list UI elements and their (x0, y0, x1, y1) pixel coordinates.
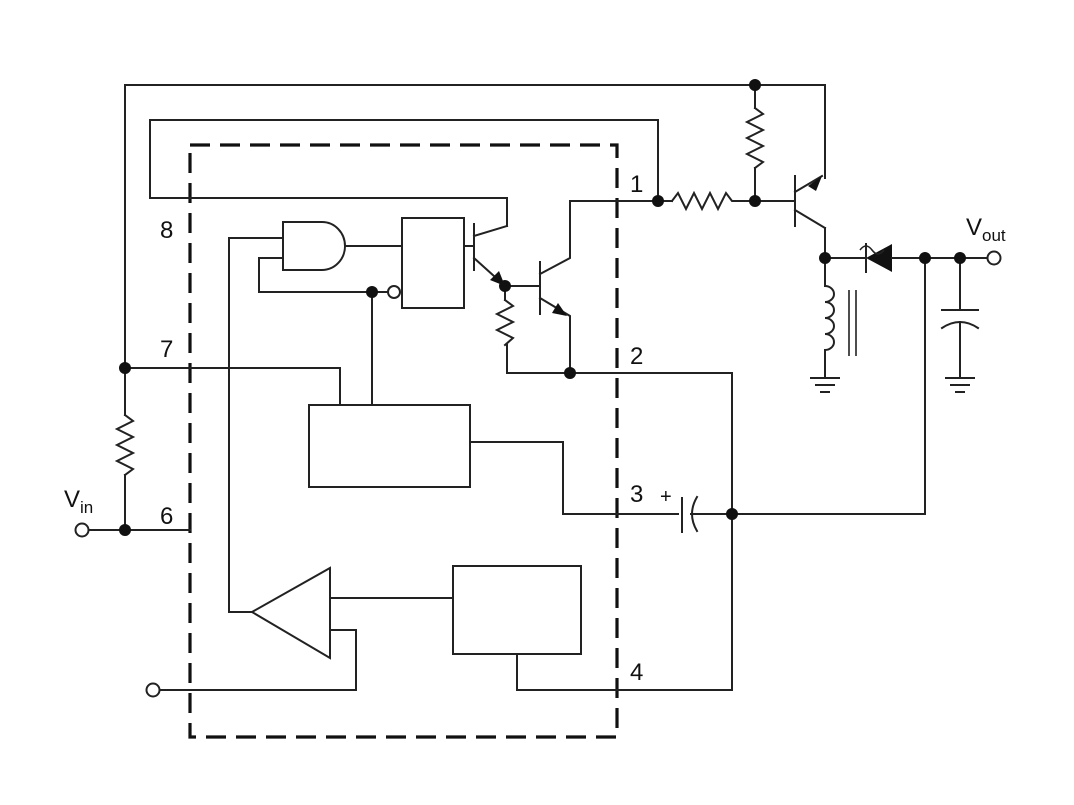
reference-block (452, 565, 582, 655)
junction-dot (749, 79, 761, 91)
ground-icon (810, 377, 840, 393)
junction-dot (954, 252, 966, 264)
junction-dot (652, 195, 664, 207)
pin-1-label: 1 (630, 171, 643, 198)
vout-label: Vout (966, 214, 1006, 245)
switch-transistor-collector (793, 208, 827, 230)
junction-dot (564, 367, 576, 379)
wire-vin-top-rail (124, 84, 826, 369)
pin-4-label: 4 (630, 659, 643, 686)
junction-dot (749, 195, 761, 207)
junction-dot (366, 286, 378, 298)
pin-6-label: 6 (160, 503, 173, 530)
wire-gate-in2 (258, 257, 389, 293)
wire-pin8-loop (149, 119, 659, 227)
driver-transistor-collector (472, 224, 509, 238)
switch-transistor-arrow (808, 176, 822, 191)
output-transistor-arrow (552, 303, 567, 316)
junction-dot (119, 524, 131, 536)
pin-7-label: 7 (160, 336, 173, 363)
inductor (823, 284, 835, 352)
switch-transistor-emitter (793, 174, 824, 194)
wire-comparator-ref (159, 629, 357, 691)
wire-gate-in1 (228, 237, 284, 613)
wire-pin3 (469, 441, 679, 515)
latch-block (401, 217, 465, 309)
ground-icon (945, 377, 975, 393)
internal-resistor (494, 298, 516, 347)
junction-dot (819, 252, 831, 264)
pin-8-label: 8 (160, 217, 173, 244)
diode-squiggle (859, 245, 885, 255)
and-gate (282, 221, 346, 271)
latch-reset-bubble (387, 285, 401, 299)
vin-label: Vin (64, 486, 93, 517)
diode (866, 244, 892, 272)
vin-terminal (74, 522, 90, 538)
pullup-resistor (744, 106, 766, 170)
reference-input-terminal (145, 682, 161, 698)
output-transistor-emitter (538, 296, 571, 374)
comparator (249, 566, 331, 660)
wire-feedback (731, 257, 926, 515)
pin-3-label: 3 (630, 481, 643, 508)
oscillator-block (308, 404, 471, 488)
vout-terminal (986, 250, 1002, 266)
output-transistor-collector (538, 200, 571, 276)
base-resistor (670, 190, 739, 212)
junction-dot (119, 362, 131, 374)
ic-package-boundary (188, 143, 619, 739)
sense-resistor (114, 413, 136, 477)
capacitor-polarity-label: + (660, 486, 672, 508)
junction-dot (726, 508, 738, 520)
junction-dot (499, 280, 511, 292)
junction-dot (919, 252, 931, 264)
wire-pin2 (506, 344, 733, 691)
pin-2-label: 2 (630, 343, 643, 370)
